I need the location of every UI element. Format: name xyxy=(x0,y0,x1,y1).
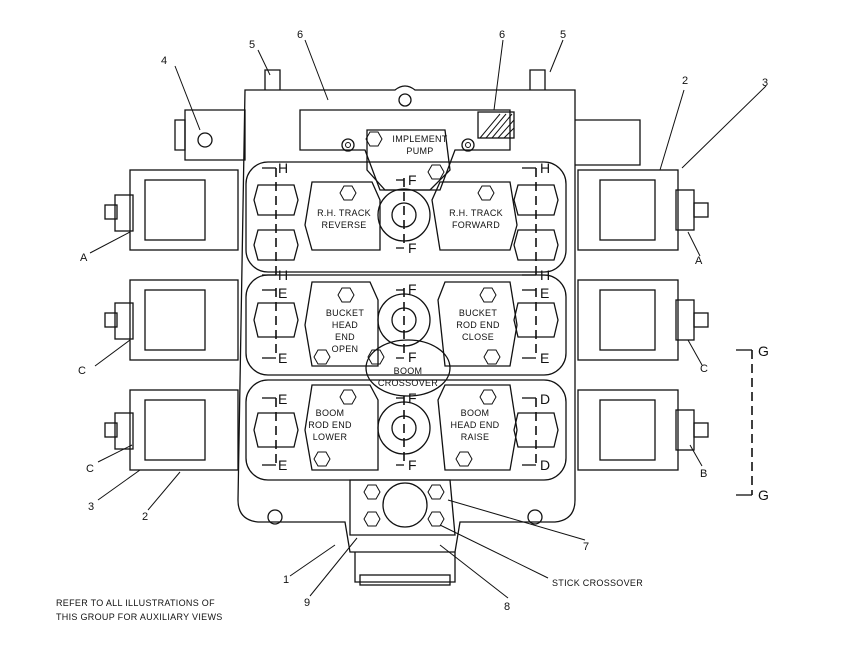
callout-3-right: 3 xyxy=(762,77,768,89)
callout-a-right: A xyxy=(695,255,703,267)
leader-lines xyxy=(89,39,767,599)
svg-text:F: F xyxy=(408,349,417,365)
bucket-head-label-3: END xyxy=(335,332,355,342)
callout-c-left-low: C xyxy=(86,463,94,475)
bucket-rod-label-3: CLOSE xyxy=(462,332,494,342)
implement-pump-label-2: PUMP xyxy=(406,146,433,156)
section-cut-lines xyxy=(262,167,753,496)
valve-body xyxy=(174,69,641,586)
section-letters: H H H H E E E E E E D D F F F F F F G G xyxy=(278,160,769,503)
rh-track-reverse-label-2: REVERSE xyxy=(321,220,366,230)
callout-2-left: 2 xyxy=(142,511,148,523)
valve-sections xyxy=(245,129,567,536)
boom-rod-label-3: LOWER xyxy=(313,432,348,442)
svg-text:F: F xyxy=(408,240,417,256)
svg-text:E: E xyxy=(278,391,287,407)
rh-track-forward-label-1: R.H. TRACK xyxy=(449,208,503,218)
svg-text:H: H xyxy=(278,160,288,176)
callout-a-left: A xyxy=(80,252,88,264)
boom-head-label-3: RAISE xyxy=(461,432,490,442)
svg-text:E: E xyxy=(278,285,287,301)
boom-rod-label-1: BOOM xyxy=(316,408,345,418)
callout-1: 1 xyxy=(283,574,289,586)
svg-text:H: H xyxy=(540,160,550,176)
bucket-head-label-4: OPEN xyxy=(332,344,359,354)
callout-labels: 5 6 6 5 4 2 3 A C C 3 2 1 9 8 7 A C B xyxy=(78,29,768,613)
svg-text:E: E xyxy=(540,285,549,301)
callout-3-left: 3 xyxy=(88,501,94,513)
callout-8: 8 xyxy=(504,601,510,613)
svg-text:E: E xyxy=(278,457,287,473)
svg-text:G: G xyxy=(758,343,769,359)
svg-text:D: D xyxy=(540,391,550,407)
boom-head-label-1: BOOM xyxy=(461,408,490,418)
svg-text:H: H xyxy=(278,267,288,283)
rh-track-reverse-label-1: R.H. TRACK xyxy=(317,208,371,218)
svg-text:D: D xyxy=(540,457,550,473)
svg-text:F: F xyxy=(408,281,417,297)
boom-rod-label-2: ROD END xyxy=(308,420,352,430)
callout-5-left: 5 xyxy=(249,39,255,51)
implement-pump-label-1: IMPLEMENT xyxy=(392,134,447,144)
callout-6-left: 6 xyxy=(297,29,303,41)
svg-text:H: H xyxy=(540,267,550,283)
svg-text:F: F xyxy=(408,390,417,406)
callout-2-right: 2 xyxy=(682,75,688,87)
callout-9: 9 xyxy=(304,597,310,609)
bucket-rod-label-1: BUCKET xyxy=(459,308,498,318)
svg-text:F: F xyxy=(408,172,417,188)
note-line-2: THIS GROUP FOR AUXILIARY VIEWS xyxy=(56,612,223,622)
note-line-1: REFER TO ALL ILLUSTRATIONS OF xyxy=(56,598,215,608)
left-actuators xyxy=(104,169,239,471)
callout-c-left-mid: C xyxy=(78,365,86,377)
right-actuators xyxy=(577,169,709,471)
callout-6-right: 6 xyxy=(499,29,505,41)
rh-track-forward-label-2: FORWARD xyxy=(452,220,500,230)
callout-5-right: 5 xyxy=(560,29,566,41)
callout-b-right: B xyxy=(700,468,707,480)
callout-4: 4 xyxy=(161,55,167,67)
callout-c-right: C xyxy=(700,363,708,375)
svg-text:G: G xyxy=(758,487,769,503)
boom-crossover-label-2: CROSSOVER xyxy=(378,378,438,388)
boom-crossover-label-1: BOOM xyxy=(394,366,423,376)
bucket-rod-label-2: ROD END xyxy=(456,320,500,330)
bucket-head-label-1: BUCKET xyxy=(326,308,365,318)
bucket-head-label-2: HEAD xyxy=(332,320,358,330)
stick-crossover-label: STICK CROSSOVER xyxy=(552,578,643,588)
svg-text:F: F xyxy=(408,457,417,473)
section-labels: IMPLEMENT PUMP R.H. TRACK REVERSE R.H. T… xyxy=(308,134,503,442)
callout-7: 7 xyxy=(583,541,589,553)
svg-text:E: E xyxy=(540,350,549,366)
svg-text:E: E xyxy=(278,350,287,366)
boom-head-label-2: HEAD END xyxy=(451,420,500,430)
